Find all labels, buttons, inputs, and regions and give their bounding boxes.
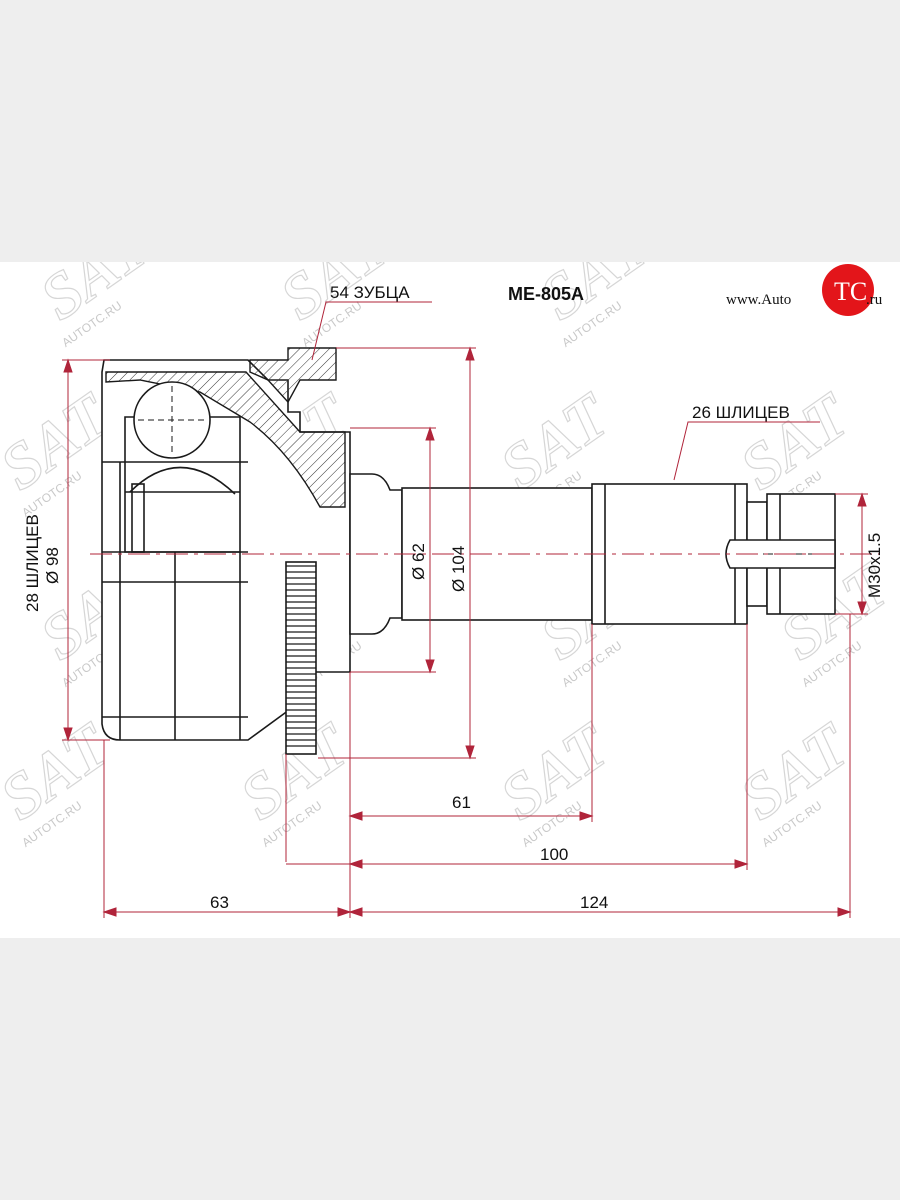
part-number: ME-805A bbox=[508, 284, 584, 304]
thread-label: M30x1.5 bbox=[865, 533, 884, 598]
ring-diameter-label: Ø 104 bbox=[449, 546, 468, 592]
seal-diameter-label: Ø 62 bbox=[409, 543, 428, 580]
website-suffix: .ru bbox=[866, 292, 883, 308]
svg-text:www.Auto: www.Auto bbox=[726, 292, 791, 308]
inner-splines-callout: 28 ШЛИЦЕВ bbox=[23, 514, 42, 612]
website-prefix: www.Auto bbox=[726, 292, 791, 308]
housing-diameter-label: Ø 98 bbox=[43, 547, 62, 584]
badge-text: TC bbox=[834, 277, 867, 306]
badge-circle bbox=[822, 264, 874, 316]
abs-ring bbox=[285, 561, 317, 755]
outer-splines-callout: 26 ШЛИЦЕВ bbox=[692, 403, 790, 422]
ball-element bbox=[133, 381, 211, 459]
shaft-length-label: 61 bbox=[452, 793, 471, 812]
stem-length-label: 100 bbox=[540, 845, 568, 864]
website-logo: www.Auto TC .ru bbox=[726, 264, 883, 316]
housing-length-label: 63 bbox=[210, 893, 229, 912]
total-length-label: 124 bbox=[580, 893, 608, 912]
housing-section-hatch bbox=[105, 347, 346, 508]
teeth-callout: 54 ЗУБЦА bbox=[330, 283, 410, 302]
dimension-lines bbox=[62, 301, 868, 918]
